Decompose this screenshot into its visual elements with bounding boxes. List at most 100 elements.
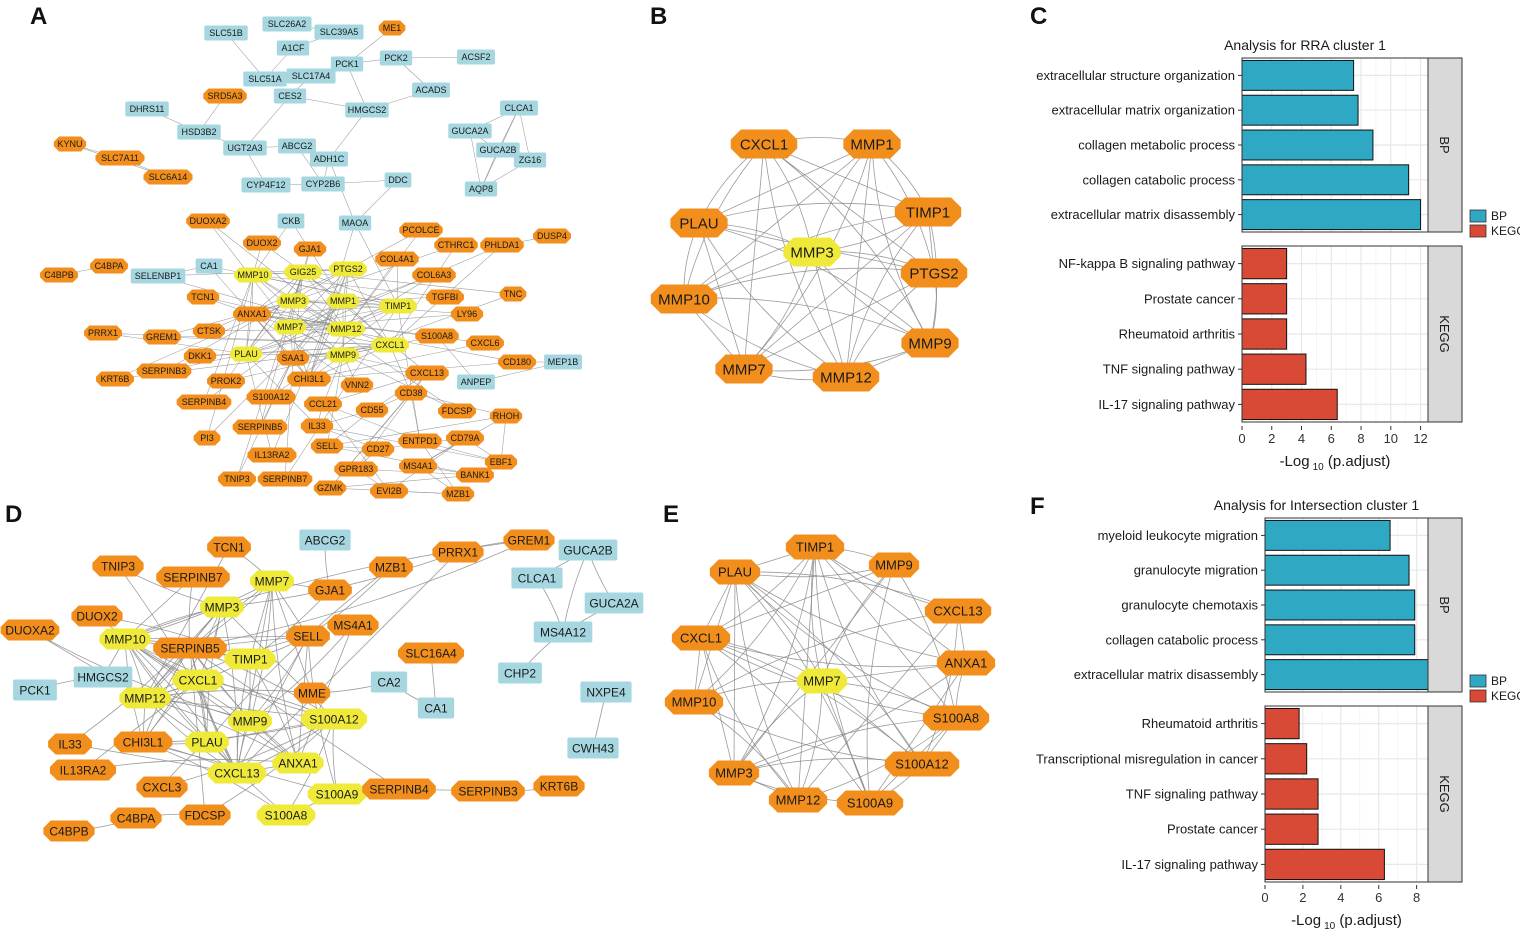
node-mmp12[interactable]: MMP12 xyxy=(119,687,171,709)
node-fdcsp[interactable]: FDCSP xyxy=(438,403,476,419)
node-mmp3[interactable]: MMP3 xyxy=(200,596,244,618)
node-serpinb7[interactable]: SERPINB7 xyxy=(257,471,313,487)
node-grem1[interactable]: GREM1 xyxy=(143,329,181,345)
node-mmp1[interactable]: MMP1 xyxy=(843,129,901,159)
node-krt6b[interactable]: KRT6B xyxy=(533,775,585,797)
node-adh1c[interactable]: ADH1C xyxy=(310,151,348,167)
node-s100a9[interactable]: S100A9 xyxy=(307,783,367,805)
node-col4a1[interactable]: COL4A1 xyxy=(375,251,419,267)
node-s100a12[interactable]: S100A12 xyxy=(246,389,296,405)
node-mmp9[interactable]: MMP9 xyxy=(326,347,360,363)
node-cxcl3[interactable]: CXCL3 xyxy=(136,776,188,798)
node-abcg2[interactable]: ABCG2 xyxy=(278,138,316,154)
node-cxcl13[interactable]: CXCL13 xyxy=(207,762,267,784)
node-pcolce[interactable]: PCOLCE xyxy=(399,222,443,238)
node-me1[interactable]: ME1 xyxy=(378,20,406,36)
node-anxa1[interactable]: ANXA1 xyxy=(936,650,996,676)
node-phlda1[interactable]: PHLDA1 xyxy=(480,237,524,253)
node-mmp9[interactable]: MMP9 xyxy=(868,552,920,578)
node-abcg2[interactable]: ABCG2 xyxy=(299,529,351,551)
node-plau[interactable]: PLAU xyxy=(229,346,263,362)
node-prrx1[interactable]: PRRX1 xyxy=(432,541,484,563)
node-plau[interactable]: PLAU xyxy=(185,731,229,753)
node-mmp10[interactable]: MMP10 xyxy=(650,284,718,314)
node-evi2b[interactable]: EVI2B xyxy=(370,483,408,499)
node-s100a12[interactable]: S100A12 xyxy=(884,751,960,777)
node-aqp8[interactable]: AQP8 xyxy=(464,181,498,197)
node-cyp2b6[interactable]: CYP2B6 xyxy=(301,176,345,192)
node-cd55[interactable]: CD55 xyxy=(355,402,389,418)
node-gja1[interactable]: GJA1 xyxy=(308,579,352,601)
node-gja1[interactable]: GJA1 xyxy=(293,241,327,257)
node-mmp3[interactable]: MMP3 xyxy=(276,293,310,309)
node-ms4a1[interactable]: MS4A1 xyxy=(327,614,379,636)
node-guca2b[interactable]: GUCA2B xyxy=(476,142,520,158)
node-duoxa2[interactable]: DUOXA2 xyxy=(0,619,60,641)
node-bank1[interactable]: BANK1 xyxy=(456,467,494,483)
node-timp1[interactable]: TIMP1 xyxy=(379,298,417,314)
node-clca1[interactable]: CLCA1 xyxy=(500,100,538,116)
node-clca1[interactable]: CLCA1 xyxy=(511,567,563,589)
node-dhrs11[interactable]: DHRS11 xyxy=(125,101,169,117)
node-il33[interactable]: IL33 xyxy=(300,418,334,434)
node-slc7a11[interactable]: SLC7A11 xyxy=(95,150,145,166)
node-timp1[interactable]: TIMP1 xyxy=(785,534,845,560)
node-anxa1[interactable]: ANXA1 xyxy=(272,752,324,774)
node-slc6a14[interactable]: SLC6A14 xyxy=(143,169,193,185)
node-duoxa2[interactable]: DUOXA2 xyxy=(186,213,230,229)
node-ptgs2[interactable]: PTGS2 xyxy=(900,258,968,288)
node-plau[interactable]: PLAU xyxy=(670,208,728,238)
node-ca1[interactable]: CA1 xyxy=(417,697,455,719)
node-gzmk[interactable]: GZMK xyxy=(313,480,347,496)
node-gpr183[interactable]: GPR183 xyxy=(334,461,378,477)
node-saa1[interactable]: SAA1 xyxy=(276,350,310,366)
node-tgfbi[interactable]: TGFBI xyxy=(426,289,464,305)
node-cthrc1[interactable]: CTHRC1 xyxy=(434,237,478,253)
node-serpinb5[interactable]: SERPINB5 xyxy=(232,419,288,435)
node-sell[interactable]: SELL xyxy=(310,438,344,454)
node-mmp10[interactable]: MMP10 xyxy=(99,628,151,650)
node-ca1[interactable]: CA1 xyxy=(195,258,223,274)
node-chi3l1[interactable]: CHI3L1 xyxy=(287,371,331,387)
node-mmp9[interactable]: MMP9 xyxy=(228,710,272,732)
node-plau[interactable]: PLAU xyxy=(709,559,761,585)
node-tcn1[interactable]: TCN1 xyxy=(207,536,251,558)
node-s100a9[interactable]: S100A9 xyxy=(836,790,904,816)
node-mzb1[interactable]: MZB1 xyxy=(441,486,475,502)
node-slc26a2[interactable]: SLC26A2 xyxy=(262,16,312,32)
node-ms4a12[interactable]: MS4A12 xyxy=(533,621,593,643)
node-pck1[interactable]: PCK1 xyxy=(13,679,57,701)
node-selenbp1[interactable]: SELENBP1 xyxy=(130,268,186,284)
node-rhoh[interactable]: RHOH xyxy=(489,408,523,424)
node-anpep[interactable]: ANPEP xyxy=(457,374,495,390)
node-ccl21[interactable]: CCL21 xyxy=(304,396,342,412)
node-ces2[interactable]: CES2 xyxy=(273,88,307,104)
node-s100a8[interactable]: S100A8 xyxy=(415,328,459,344)
node-c4bpa[interactable]: C4BPA xyxy=(90,258,128,274)
node-serpinb5[interactable]: SERPINB5 xyxy=(153,637,227,659)
node-duox2[interactable]: DUOX2 xyxy=(71,605,123,627)
node-mmp7[interactable]: MMP7 xyxy=(273,319,307,335)
node-il33[interactable]: IL33 xyxy=(48,733,92,755)
node-hmgcs2[interactable]: HMGCS2 xyxy=(345,102,389,118)
node-mmp9[interactable]: MMP9 xyxy=(901,328,959,358)
node-mmp12[interactable]: MMP12 xyxy=(812,362,880,392)
node-tcn1[interactable]: TCN1 xyxy=(186,289,220,305)
node-mzb1[interactable]: MZB1 xyxy=(369,556,413,578)
node-anxa1[interactable]: ANXA1 xyxy=(233,306,271,322)
node-mmp7[interactable]: MMP7 xyxy=(796,668,848,694)
node-guca2a[interactable]: GUCA2A xyxy=(448,123,492,139)
node-a1cf[interactable]: A1CF xyxy=(276,40,310,56)
node-mmp12[interactable]: MMP12 xyxy=(768,787,828,813)
node-srd5a3[interactable]: SRD5A3 xyxy=(203,88,247,104)
node-maoa[interactable]: MAOA xyxy=(338,215,372,231)
node-dkk1[interactable]: DKK1 xyxy=(183,348,217,364)
node-mme[interactable]: MME xyxy=(293,682,331,704)
node-slc39a5[interactable]: SLC39A5 xyxy=(314,24,364,40)
node-mmp3[interactable]: MMP3 xyxy=(783,237,841,267)
node-guca2b[interactable]: GUCA2B xyxy=(558,539,618,561)
node-cwh43[interactable]: CWH43 xyxy=(567,737,619,759)
node-slc16a4[interactable]: SLC16A4 xyxy=(397,642,465,664)
node-ddc[interactable]: DDC xyxy=(384,172,412,188)
node-gig25[interactable]: GIG25 xyxy=(284,264,322,280)
